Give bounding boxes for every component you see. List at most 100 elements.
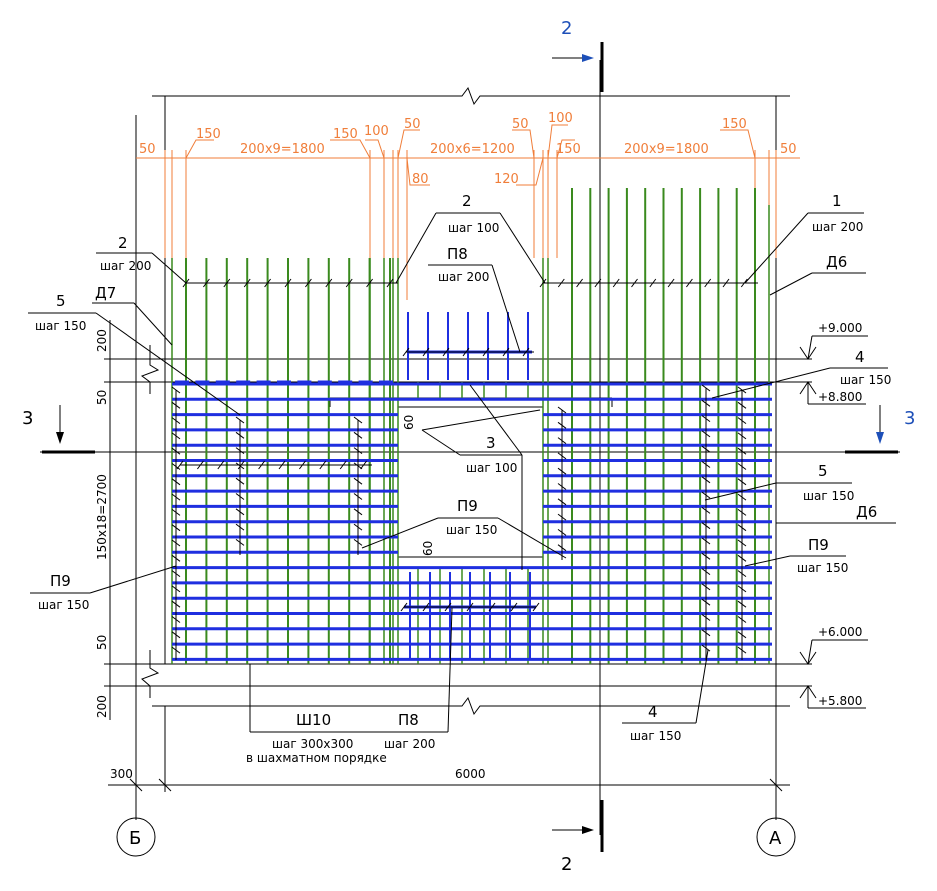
callout-d6-mid: Д6 bbox=[776, 503, 896, 524]
level-label: +9.000 bbox=[818, 321, 862, 335]
tie-mark bbox=[701, 552, 711, 560]
tie-mark bbox=[196, 460, 204, 470]
tie-mark bbox=[701, 461, 711, 468]
dim-50: 50 bbox=[404, 117, 421, 132]
tie-mark bbox=[737, 631, 747, 639]
level-label: +6.000 bbox=[818, 625, 862, 639]
section-label-left: 3 bbox=[22, 408, 33, 429]
tie-mark bbox=[737, 417, 747, 425]
tie-mark bbox=[284, 278, 292, 288]
tie-mark bbox=[539, 278, 547, 288]
tie-mark bbox=[278, 460, 286, 470]
dim-150: 150 bbox=[196, 127, 221, 142]
tie-mark bbox=[737, 600, 747, 608]
tie-mark bbox=[740, 278, 748, 288]
dim-200: 200 bbox=[95, 329, 109, 352]
tie-mark bbox=[235, 462, 245, 470]
callout-step: шаг 200 bbox=[812, 220, 863, 234]
callout-step: шаг 150 bbox=[35, 319, 86, 333]
tie-mark bbox=[202, 278, 210, 288]
tie-mark bbox=[737, 432, 747, 440]
callout-mark: Д6 bbox=[826, 253, 847, 271]
tie-mark bbox=[217, 460, 225, 470]
tie-mark bbox=[557, 421, 567, 429]
tie-mark bbox=[737, 616, 747, 623]
tie-mark bbox=[442, 347, 450, 357]
callout-mark: 4 bbox=[855, 348, 865, 366]
callout-4-right: 4 шаг 150 bbox=[711, 348, 891, 399]
tie-mark bbox=[235, 447, 245, 455]
tie-mark bbox=[737, 447, 747, 455]
dim-150: 150 bbox=[556, 142, 581, 157]
tie-mark bbox=[171, 493, 181, 501]
callout-step: шаг 150 bbox=[840, 373, 891, 387]
tie-mark bbox=[701, 629, 711, 637]
callout-p9-left: П9 шаг 150 bbox=[30, 565, 177, 612]
tie-mark bbox=[386, 278, 394, 288]
tie-mark bbox=[701, 537, 711, 545]
dim-200x9-left: 200x9=1800 bbox=[240, 142, 325, 157]
callout-step: шаг 200 bbox=[100, 259, 151, 273]
tie-mark bbox=[737, 508, 747, 516]
callout-p9-right: П9 шаг 150 bbox=[744, 536, 848, 575]
section-label-bottom: 2 bbox=[561, 854, 572, 875]
tie-mark bbox=[701, 445, 711, 453]
dim-300: 300 bbox=[110, 767, 133, 781]
tie-mark bbox=[737, 585, 747, 593]
callout-3-center: 3 шаг 100 bbox=[421, 384, 541, 570]
tie-mark bbox=[737, 539, 747, 547]
tie-mark bbox=[557, 483, 567, 490]
callout-mark: Д7 bbox=[95, 284, 116, 302]
callout-mark: 3 bbox=[486, 434, 496, 452]
callout-d6-top: Д6 bbox=[769, 253, 866, 296]
tie-mark bbox=[353, 477, 363, 485]
callout-step: шаг 200 bbox=[438, 270, 489, 284]
dim-50: 50 bbox=[512, 117, 529, 132]
tie-mark bbox=[325, 278, 333, 288]
tie-mark bbox=[557, 529, 567, 536]
callout-mark: 5 bbox=[56, 292, 66, 310]
callout-step: шаг 200 bbox=[384, 737, 435, 751]
tie-mark bbox=[737, 463, 747, 470]
tie-mark bbox=[667, 278, 675, 288]
tie-mark bbox=[701, 491, 711, 499]
dim-200: 200 bbox=[95, 695, 109, 718]
callout-mark: П8 bbox=[447, 245, 468, 263]
tie-mark bbox=[737, 570, 747, 577]
section-mark-right: 3 bbox=[845, 405, 915, 454]
tie-mark bbox=[235, 493, 245, 500]
tie-mark bbox=[171, 508, 181, 516]
tie-mark bbox=[701, 568, 711, 575]
top-dimension-labels: 50 150 200x9=1800 150 100 50 80 200x6=12… bbox=[139, 111, 797, 187]
axis-label-b: Б bbox=[129, 828, 141, 849]
tie-mark bbox=[171, 616, 181, 623]
tie-mark bbox=[353, 523, 363, 531]
callout-2-left: 2 шаг 200 bbox=[96, 234, 187, 284]
tie-mark bbox=[701, 384, 711, 392]
tie-mark bbox=[353, 539, 363, 546]
tie-mark bbox=[701, 476, 711, 484]
tie-mark bbox=[171, 524, 181, 532]
axis-bubble-b: Б bbox=[116, 817, 156, 857]
tie-mark bbox=[353, 493, 363, 500]
tie-mark bbox=[557, 498, 567, 506]
tie-mark bbox=[243, 278, 251, 288]
tie-mark bbox=[171, 585, 181, 593]
tie-mark bbox=[360, 460, 368, 470]
dim-50: 50 bbox=[95, 635, 109, 650]
tie-mark bbox=[298, 460, 306, 470]
tie-mark bbox=[235, 539, 245, 546]
left-dimension-chain: 200 50 150x18=2700 50 200 bbox=[95, 320, 116, 720]
tie-mark bbox=[235, 431, 245, 439]
section-label-right: 3 bbox=[904, 408, 915, 429]
tie-mark bbox=[737, 478, 747, 486]
callout-mark: 2 bbox=[462, 192, 472, 210]
tie-mark bbox=[532, 602, 540, 612]
tie-mark bbox=[400, 602, 408, 612]
tie-mark bbox=[171, 432, 181, 440]
callout-sh10: Ш10 шаг 300x300 в шахматном порядке bbox=[246, 664, 387, 765]
callout-mark: П8 bbox=[398, 711, 419, 729]
tie-mark bbox=[594, 278, 602, 288]
tie-mark bbox=[345, 278, 353, 288]
dim-150x18: 150x18=2700 bbox=[95, 474, 109, 560]
